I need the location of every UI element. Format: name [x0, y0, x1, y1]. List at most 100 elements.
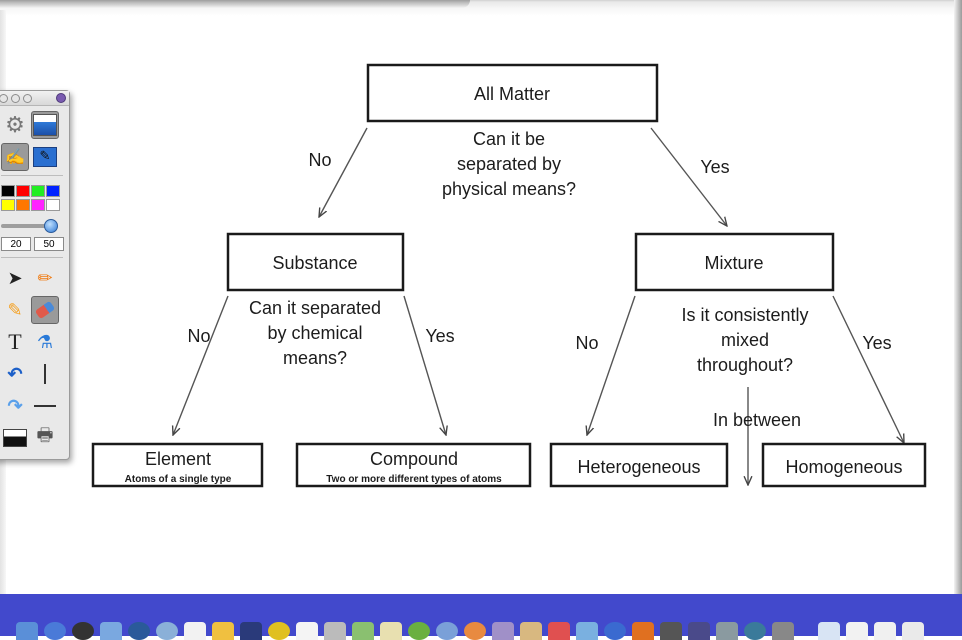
- substance-question-line-3: means?: [283, 348, 347, 368]
- calculator-icon[interactable]: [324, 622, 346, 640]
- matter-flowchart: All Matter Can it be separated by physic…: [91, 63, 927, 488]
- text-tool-icon[interactable]: T: [8, 329, 22, 354]
- pen-style-icon[interactable]: ✎: [31, 143, 59, 171]
- calendar-icon[interactable]: [548, 622, 570, 640]
- mixture-question-line-3: throughout?: [697, 355, 793, 375]
- palette-close-button[interactable]: [0, 94, 8, 103]
- node-homogeneous: Homogeneous: [761, 442, 927, 488]
- edge-substance-yes: Yes: [425, 326, 454, 346]
- time-machine-icon[interactable]: [744, 622, 766, 640]
- substance-question-line-2: by chemical: [267, 323, 362, 343]
- finder-icon[interactable]: [16, 622, 38, 640]
- numbers-icon[interactable]: [352, 622, 374, 640]
- rss-icon[interactable]: [436, 622, 458, 640]
- edge-mixture-no: No: [575, 333, 598, 353]
- pointer-icon[interactable]: ➤: [7, 267, 23, 288]
- color-swatch-blue[interactable]: [46, 185, 60, 197]
- stickies-icon[interactable]: [408, 622, 430, 640]
- tool-palette[interactable]: ⚙ ✍ ✎ 20 50 ➤ ✏ ✎ T ⚗ ↶ ↷: [0, 90, 70, 460]
- color-swatch-green[interactable]: [31, 185, 45, 197]
- color-swatch-white[interactable]: [46, 199, 60, 211]
- node-heterogeneous-label: Heterogeneous: [577, 457, 700, 477]
- color-swatch-magenta[interactable]: [31, 199, 45, 211]
- spray-fill-icon[interactable]: ⚗: [36, 331, 54, 352]
- sync-icon[interactable]: [128, 622, 150, 640]
- graphing-icon[interactable]: [688, 622, 710, 640]
- app-store-icon[interactable]: [44, 622, 66, 640]
- notes-icon[interactable]: [296, 622, 318, 640]
- arrow-substance-to-compound: [403, 295, 446, 435]
- screen-shade-icon[interactable]: [1, 424, 29, 452]
- node-compound-sublabel: Two or more different types of atoms: [326, 474, 502, 485]
- print-icon[interactable]: 🖶: [36, 425, 54, 445]
- node-heterogeneous: Heterogeneous: [549, 442, 729, 488]
- downloads-stack-icon[interactable]: [818, 622, 840, 640]
- horizontal-line-icon[interactable]: [31, 392, 59, 420]
- node-element-label: Element: [145, 449, 211, 469]
- node-all-matter-label: All Matter: [474, 84, 550, 104]
- gear-icon[interactable]: ⚙: [5, 112, 25, 137]
- preview-icon[interactable]: [100, 622, 122, 640]
- system-preferences-icon[interactable]: [772, 622, 794, 640]
- pages-icon[interactable]: [212, 622, 234, 640]
- edge-root-no: No: [308, 150, 331, 170]
- node-substance-label: Substance: [272, 253, 357, 273]
- palette-minimize-button[interactable]: [11, 94, 20, 103]
- node-mixture: Mixture: [634, 232, 835, 292]
- documents-stack-icon[interactable]: [846, 622, 868, 640]
- dvd-player-icon[interactable]: [72, 622, 94, 640]
- window-shadow: [0, 0, 470, 8]
- node-compound-label: Compound: [370, 449, 458, 469]
- photo-booth-icon[interactable]: [380, 622, 402, 640]
- imovie-icon[interactable]: [660, 622, 682, 640]
- egp-pen-icon[interactable]: [240, 622, 262, 640]
- node-mixture-label: Mixture: [704, 253, 763, 273]
- root-question-line-2: separated by: [457, 154, 561, 174]
- substance-question-line-1: Can it separated: [249, 298, 381, 318]
- root-question-line-1: Can it be: [473, 129, 545, 149]
- edge-root-yes: Yes: [700, 157, 729, 177]
- dock-icons: [16, 622, 930, 640]
- palette-title-bar[interactable]: [0, 91, 69, 106]
- color-swatch-yellow[interactable]: [1, 199, 15, 211]
- color-swatch-orange[interactable]: [16, 199, 30, 211]
- opacity-slider-track[interactable]: [1, 224, 57, 228]
- arrow-root-to-mixture: [650, 127, 727, 226]
- highlighter-icon[interactable]: ✎: [7, 299, 23, 320]
- applications-stack-icon[interactable]: [874, 622, 896, 640]
- textedit-icon[interactable]: [184, 622, 206, 640]
- pencil-icon[interactable]: ✏: [37, 267, 53, 288]
- contacts-icon[interactable]: [492, 622, 514, 640]
- photo-icon[interactable]: [632, 622, 654, 640]
- palette-zoom-button[interactable]: [23, 94, 32, 103]
- safari-icon[interactable]: [156, 622, 178, 640]
- opacity-slider-knob[interactable]: [44, 219, 58, 233]
- color-swatch-red[interactable]: [16, 185, 30, 197]
- trash-icon[interactable]: [902, 622, 924, 640]
- dashboard-icon[interactable]: [716, 622, 738, 640]
- node-all-matter: All Matter: [366, 63, 659, 123]
- mixture-question-line-2: mixed: [721, 330, 769, 350]
- redo-icon[interactable]: ↷: [7, 395, 23, 416]
- arrow-root-to-substance: [319, 127, 368, 217]
- line-width-field[interactable]: 20: [1, 237, 31, 251]
- edge-mixture-in-between: In between: [713, 410, 801, 430]
- file-background-icon[interactable]: [31, 111, 59, 139]
- root-question-line-3: physical means?: [442, 179, 576, 199]
- iphoto-icon[interactable]: [576, 622, 598, 640]
- eraser-icon[interactable]: [31, 296, 59, 324]
- undo-icon[interactable]: ↶: [7, 363, 23, 384]
- arrow-mixture-to-heterogeneous: [587, 295, 636, 435]
- omnigraffle-icon[interactable]: [268, 622, 290, 640]
- node-compound: Compound Two or more different types of …: [295, 442, 532, 488]
- palette-toggle-button[interactable]: [56, 93, 66, 103]
- opacity-field[interactable]: 50: [34, 237, 64, 251]
- node-homogeneous-label: Homogeneous: [785, 457, 902, 477]
- arrow-mixture-to-homogeneous: [832, 295, 904, 443]
- color-swatch-black[interactable]: [1, 185, 15, 197]
- itunes-icon[interactable]: [604, 622, 626, 640]
- address-book-icon[interactable]: [520, 622, 542, 640]
- quicksilver-icon[interactable]: [464, 622, 486, 640]
- vertical-line-icon[interactable]: [31, 360, 59, 388]
- screen-pen-icon[interactable]: ✍: [1, 143, 29, 171]
